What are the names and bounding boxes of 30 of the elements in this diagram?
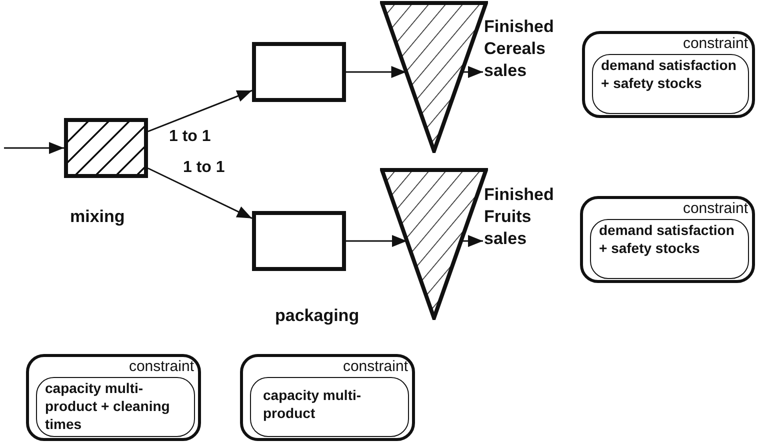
arrow — [462, 66, 483, 78]
step-caption: packaging — [275, 305, 360, 327]
step-caption: mixing — [70, 206, 125, 228]
constraint-tag: constraint — [682, 35, 748, 52]
arrow — [461, 235, 483, 247]
arrow — [148, 168, 252, 220]
constraint-frame — [240, 354, 415, 441]
constraint-frame — [26, 354, 201, 441]
constraint-text: capacity multi-product + cleaning times — [45, 379, 171, 433]
arrow — [4, 142, 64, 154]
constraint-text: demand satisfaction + safety stocks — [601, 56, 738, 92]
arrow — [148, 90, 252, 132]
process-box — [252, 211, 346, 271]
constraint-text: demand satisfaction + safety stocks — [599, 221, 736, 257]
constraint-frame — [580, 196, 755, 283]
stock-label: Finished Fruits sales — [484, 184, 576, 250]
arrow — [346, 66, 406, 78]
process-box — [64, 118, 148, 178]
constraint-tag: constraint — [342, 358, 408, 375]
constraint-panel — [590, 219, 749, 279]
constraint-panel — [592, 54, 749, 114]
constraint-text: capacity multi-product — [263, 386, 362, 422]
constraint-panel — [36, 377, 195, 437]
arrow — [346, 235, 407, 247]
process-box — [252, 42, 346, 102]
constraint-frame — [582, 31, 755, 118]
constraint-tag: constraint — [682, 200, 748, 217]
stock-label: Finished Cereals sales — [484, 16, 576, 82]
constraint-tag: constraint — [128, 358, 194, 375]
constraint-panel — [250, 377, 409, 437]
